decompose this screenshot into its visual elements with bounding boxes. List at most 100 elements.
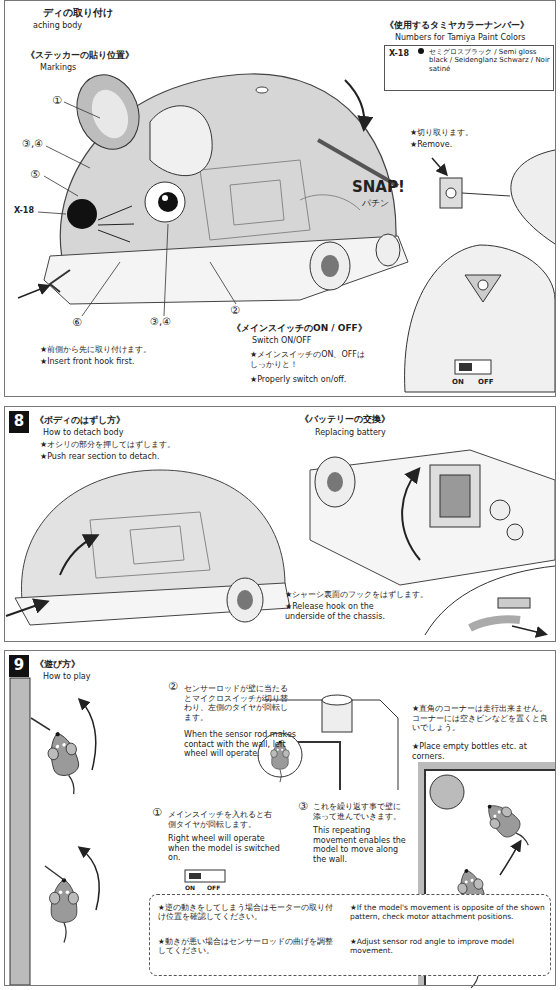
- note-text: ★Adjust sensor rod angle to improve mode…: [350, 937, 545, 955]
- box-heading: Numbers for Tamiya Paint Colors: [395, 33, 525, 43]
- paint-code: X-18: [389, 49, 409, 59]
- step-number: 8: [9, 411, 29, 433]
- paint-name: セミグロスブラック / Semi gloss black / Seidengla…: [429, 48, 551, 73]
- note-text: ★前側から先に取り付けます。: [40, 345, 151, 355]
- switch-label: ON: [452, 378, 464, 386]
- callout-number: ⑥: [72, 316, 82, 329]
- line-art: [90, 512, 210, 578]
- line-art: [45, 866, 64, 880]
- line-art: [85, 85, 134, 144]
- note-text: ★Properly switch on/off.: [250, 375, 346, 385]
- line-art: [405, 245, 555, 392]
- note-text: ★オシリの部分を押してはずします。: [40, 440, 175, 450]
- line-art: [98, 206, 134, 242]
- line-art: [310, 242, 350, 290]
- line-art: [455, 360, 491, 374]
- line-art: [418, 762, 556, 770]
- section-heading: How to play: [43, 672, 91, 682]
- section-heading: Markings: [40, 63, 76, 73]
- paint-code: X-18: [14, 206, 34, 216]
- step-number-text: 8: [9, 412, 29, 430]
- line-art: [432, 158, 446, 174]
- line-art: [67, 66, 149, 158]
- callout-number: ③: [298, 800, 308, 813]
- line-art: [67, 199, 97, 229]
- note-text: ★Insert front hook first.: [40, 357, 134, 367]
- line-art: [38, 102, 236, 316]
- step-number-text: 9: [9, 656, 29, 674]
- line-art: [158, 192, 178, 212]
- line-art: [44, 236, 408, 304]
- callout-number: ⑤: [30, 168, 40, 181]
- line-art: [498, 598, 530, 608]
- note-text: ★Release hook on the underside of the ch…: [285, 602, 415, 621]
- note-text: ★メインスイッチのON、OFFはしっかりと！: [250, 350, 370, 369]
- line-art: [10, 678, 30, 985]
- line-art: [300, 195, 360, 210]
- line-art: [459, 363, 472, 371]
- section-heading: 《ボディのはずし方》: [35, 415, 125, 426]
- note-text: ★Remove.: [410, 140, 452, 150]
- line-art: [479, 796, 537, 854]
- line-art: [430, 775, 464, 809]
- note-text: ★シャーシ裏面のフックをはずします。: [285, 590, 428, 600]
- line-art: [60, 536, 96, 575]
- sound-text: パチン: [362, 198, 389, 209]
- section-heading: 《遊び方》: [35, 659, 80, 670]
- callout-number: ②: [230, 304, 240, 317]
- switch-label: ON: [185, 884, 195, 891]
- line-art: [478, 280, 488, 290]
- line-art: [315, 457, 355, 507]
- section-heading: aching body: [33, 21, 82, 31]
- step-text: これを繰り返す事で壁に添って進んでいきます。: [313, 802, 408, 821]
- switch-label: OFF: [207, 884, 220, 891]
- section-heading: Replacing battery: [315, 428, 386, 438]
- line-art: [256, 87, 268, 93]
- callout-number: ③,④: [150, 316, 171, 328]
- note-text: ★Place empty bottles etc. at corners.: [412, 742, 550, 761]
- line-art: [31, 718, 50, 730]
- line-art: [162, 195, 168, 201]
- line-art: [418, 48, 424, 54]
- line-art: [376, 234, 400, 266]
- step-text: When the sensor rod makes contact with t…: [184, 730, 299, 759]
- section-heading: 《メインスイッチのON / OFF》: [232, 323, 367, 334]
- sound-text: SNAP!: [352, 178, 405, 196]
- step-text: センサーロッドが壁に当たるとマイクロスイッチが切り替わり、左側のタイヤが回転しま…: [184, 684, 292, 722]
- note-text: ★切り取ります。: [410, 128, 473, 138]
- line-art: [440, 178, 462, 208]
- line-art: [80, 700, 96, 770]
- note-text: ★逆の動きをしてしまう場合はモーターの取り付け位置を確認してください。: [158, 903, 338, 921]
- note-text: ★If the model's movement is opposite of …: [350, 903, 545, 921]
- line-art: [189, 873, 201, 879]
- line-art: [430, 465, 480, 527]
- line-art: [465, 275, 501, 302]
- section-heading: ディの取り付け: [43, 7, 113, 19]
- line-art: [6, 602, 46, 616]
- line-art: [345, 80, 364, 128]
- line-art: [185, 870, 225, 882]
- line-art: [43, 728, 88, 797]
- line-art: [322, 695, 352, 705]
- line-art: [440, 475, 470, 517]
- line-art: [310, 450, 555, 585]
- callout-number: ①: [52, 94, 62, 107]
- section-heading: Switch ON/OFF: [252, 336, 311, 346]
- line-art: [200, 160, 310, 240]
- section-heading: 《ステッカーの貼り位置》: [26, 50, 134, 61]
- note-text: ★Push rear section to detach.: [40, 452, 159, 462]
- switch-label: OFF: [478, 378, 494, 386]
- line-art: [230, 180, 284, 225]
- note-text: ★動きが悪い場合はセンサーロッドの曲げを調整してください。: [158, 937, 338, 955]
- line-art: [80, 848, 99, 910]
- line-art: [507, 524, 523, 540]
- callout-number: ①: [152, 806, 162, 819]
- line-art: [490, 500, 510, 520]
- line-art: [462, 193, 510, 196]
- paint-color-box: 《使用するタミヤカラーナンバー》Numbers for Tamiya Paint…: [384, 45, 554, 91]
- step-text: Right wheel will operate when the model …: [168, 834, 288, 863]
- line-art: [327, 472, 343, 492]
- note-box: ★逆の動きをしてしまう場合はモーターの取り付け位置を確認してください。 ★動きが悪…: [149, 894, 551, 976]
- line-art: [446, 188, 456, 198]
